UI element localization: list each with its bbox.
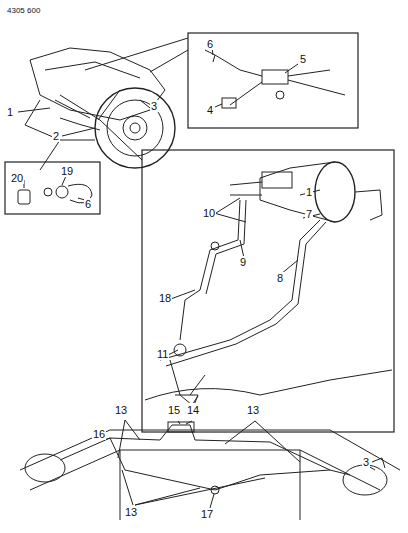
- proportioning-valve: [205, 50, 345, 108]
- callout-number: 6: [84, 198, 92, 210]
- leader-line: [168, 190, 320, 405]
- callout-number: 2: [52, 130, 60, 142]
- callout-number: 6: [206, 38, 214, 50]
- inset-leader: [85, 38, 188, 72]
- callout-number: 1: [6, 106, 14, 118]
- callout-number: 19: [60, 165, 74, 177]
- callout-number: 1: [305, 186, 313, 198]
- booster-master-cylinder: [145, 162, 392, 410]
- callout-number: 20: [10, 172, 24, 184]
- callout-number: 8: [276, 272, 284, 284]
- callout-number: 15: [167, 404, 181, 416]
- callout-number: 3: [150, 100, 158, 112]
- callout-number: 13: [124, 506, 138, 518]
- callout-number: 5: [299, 53, 307, 65]
- inset-frame: [188, 33, 358, 128]
- figure-number: 4305 600: [6, 6, 41, 15]
- inset-frame: [142, 150, 394, 432]
- callout-number: 11: [156, 348, 169, 360]
- brake-hose-fitting: [18, 140, 92, 204]
- callout-number: 16: [92, 428, 106, 440]
- callout-number: 10: [202, 207, 216, 219]
- callout-number: 9: [239, 256, 247, 268]
- callout-number: 18: [158, 292, 172, 304]
- callout-number: 17: [200, 508, 214, 520]
- inset-frame: [5, 162, 100, 214]
- leader-line: [212, 48, 298, 107]
- callout-number: 13: [246, 404, 260, 416]
- leader-line: [104, 420, 375, 508]
- rear-brake-lines: [20, 422, 400, 520]
- callout-number: 13: [114, 404, 128, 416]
- callout-number: 14: [186, 404, 200, 416]
- callout-number: 3: [362, 456, 370, 468]
- leader-line: [18, 100, 150, 136]
- inset-leader: [60, 95, 142, 160]
- callout-number: 7: [305, 208, 313, 220]
- callout-number: 4: [206, 104, 214, 116]
